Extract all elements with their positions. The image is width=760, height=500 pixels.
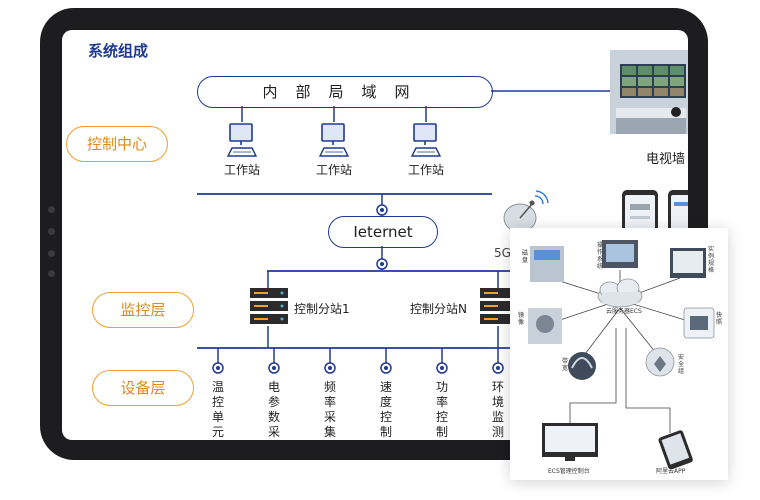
diagram-title: 系统组成 — [88, 42, 149, 60]
computer-icon — [318, 123, 350, 157]
device-label: 电参数采集 — [268, 380, 281, 439]
cloud-node-label: 带宽 — [562, 358, 569, 372]
layer-device: 设备层 — [92, 370, 194, 406]
camera-dot — [48, 228, 55, 235]
cloud-node-label: 磁盘 — [522, 250, 529, 264]
os-icon — [602, 240, 638, 268]
device-label: 频率采集 — [324, 380, 337, 439]
workstation-label: 工作站 — [407, 163, 444, 177]
snapshot-icon — [683, 307, 715, 339]
camera-dot — [48, 250, 55, 257]
bandwidth-icon — [568, 352, 596, 380]
layer-control-center: 控制中心 — [66, 126, 168, 162]
station-label: 控制分站N — [410, 302, 467, 316]
camera-dot — [48, 270, 55, 277]
cloud-node-label: 安全组 — [678, 354, 685, 375]
diagram-screen: 系统组成 — [62, 30, 688, 440]
station-label: 控制分站1 — [294, 302, 350, 316]
internet-box: Ieternet — [328, 216, 438, 248]
console-label: ECS管理控制台 — [548, 468, 590, 475]
tablet-frame: 系统组成 — [40, 8, 708, 460]
cloud-node-label: 快照 — [716, 312, 723, 326]
tv-wall-photo — [610, 50, 688, 134]
cloud-node-label: 镜像 — [518, 312, 525, 326]
workstation-label: 工作站 — [223, 163, 260, 177]
lan-box: 内部局域网 — [197, 76, 493, 108]
computer-icon — [226, 123, 258, 157]
cloud-ecs-card: 云服务器ECS 操作系统 实例规格 磁盘 镜像 快照 带宽 安全组 ECS管理控… — [510, 228, 728, 480]
disk-icon — [530, 246, 564, 282]
device-label: 环境监测 — [492, 380, 505, 439]
console-monitor-icon — [542, 423, 598, 461]
instance-spec-icon — [670, 248, 706, 278]
label-5g: 5G — [494, 246, 511, 260]
tv-wall-label: 电视墙 — [646, 152, 686, 167]
cloud-node-label: 实例规格 — [708, 246, 715, 274]
cloud-center-label: 云服务器ECS — [606, 308, 642, 315]
image-icon — [528, 308, 562, 344]
app-label: 阿里云APP — [656, 468, 686, 475]
cloud-node-label: 操作系统 — [597, 242, 604, 270]
app-phone-icon — [658, 430, 693, 470]
layer-monitor: 监控层 — [92, 292, 194, 328]
camera-dot — [48, 206, 55, 213]
device-label: 速度控制 — [380, 380, 393, 439]
security-group-icon — [645, 347, 675, 377]
server-rack-icon — [250, 288, 288, 324]
cloud-diagram-graphics — [528, 240, 715, 470]
device-label: 温控单元 — [212, 380, 225, 439]
workstation-label: 工作站 — [315, 163, 352, 177]
computer-icon — [410, 123, 442, 157]
cloud-server-icon — [597, 278, 643, 308]
device-label: 功率控制 — [436, 380, 449, 439]
